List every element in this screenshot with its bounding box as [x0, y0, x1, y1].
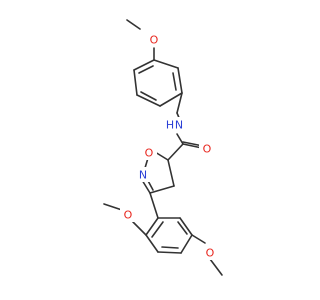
atom-n-amide: N H: [166, 117, 184, 132]
molecule-structure: O N H O O N O O: [103, 19, 223, 276]
atom-o-methoxy-top: O: [146, 32, 162, 47]
bond-ring-double-c: [138, 65, 154, 74]
atom-o-ring: O: [141, 145, 157, 160]
bond-ring-double-b: [140, 91, 157, 101]
bond-aryl-1: [145, 217, 159, 236]
atom-label: O: [124, 209, 133, 222]
bond-ring-2: [177, 67, 183, 94]
bond-c3-aryl: [149, 192, 159, 219]
amide-group: [167, 133, 204, 161]
atom-label: O: [203, 143, 212, 156]
bond-aryl-double-c: [177, 221, 188, 235]
atom-label: O: [206, 247, 215, 260]
bond-aryl-double-b: [161, 246, 179, 249]
atom-label: O: [150, 34, 159, 47]
bond-aryl-ometh-bottom: [191, 234, 206, 244]
bond-ring-3: [159, 92, 183, 107]
bond-c5-o: [154, 151, 169, 161]
bond-aryl-3: [157, 251, 182, 254]
bond-n-c: [176, 133, 184, 145]
bond-c5-c4: [167, 159, 175, 187]
bond-methyl-left: [103, 203, 123, 211]
bond-methyl-top: [126, 19, 141, 30]
bond-c3-n: [141, 179, 151, 194]
atom-label: O: [145, 147, 154, 160]
bond-aryl-double-a: [151, 221, 164, 238]
bond-ch2-1: [176, 92, 183, 114]
bond-c-co: [182, 143, 203, 149]
structure-canvas: O N H O O N O O: [103, 19, 223, 276]
bond-aryl-4: [180, 234, 193, 254]
bond-c4-c3: [149, 185, 175, 194]
isoxazoline-ring: [141, 151, 175, 194]
bond-aryl-ometh-left: [132, 221, 147, 236]
dimethoxyphenyl-group: [103, 192, 223, 276]
bond-aryl-2: [145, 234, 159, 253]
bond-ring-6: [133, 59, 155, 71]
bond-c-ring: [167, 143, 184, 161]
bond-methyl-bottom: [209, 258, 223, 276]
bond-aryl-5: [179, 217, 193, 236]
atom-label: H: [166, 119, 174, 132]
bond-ring-5: [133, 69, 138, 96]
atom-o-methoxy-bottom: O: [202, 245, 218, 260]
bond-ring-1: [153, 59, 179, 69]
atom-label: N: [139, 169, 147, 182]
bond-ring-4: [136, 94, 161, 107]
atom-label: N: [175, 119, 183, 132]
atom-n-ring: N: [135, 167, 151, 182]
bond-ring-double-a: [172, 72, 177, 91]
atom-o-methoxy-left: O: [120, 207, 136, 222]
atom-o-carbonyl: O: [199, 141, 215, 156]
